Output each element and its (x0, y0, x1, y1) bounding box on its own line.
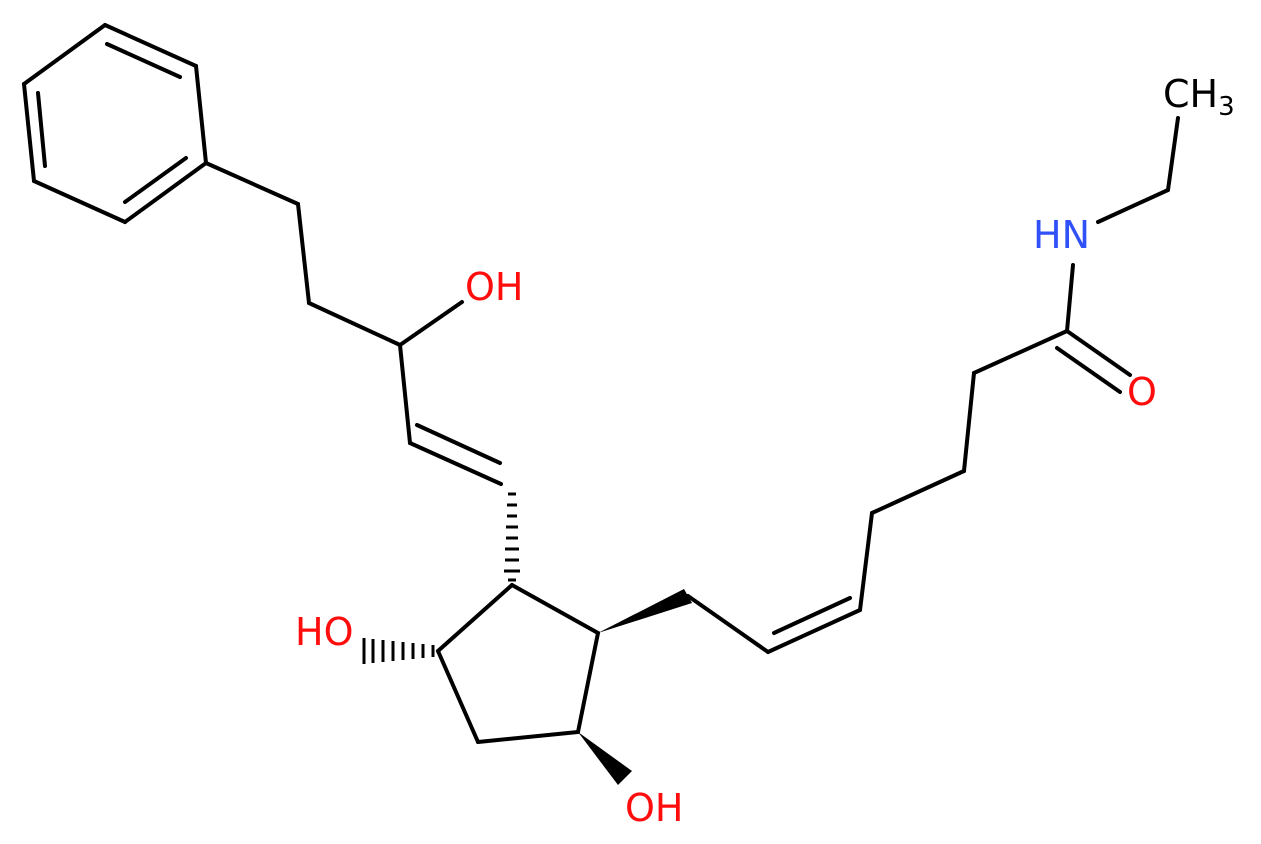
ho-ring-left-label: HO (295, 610, 353, 654)
methyl-subscript: 3 (1218, 92, 1235, 122)
methyl-carbon-label: CH3 (1163, 72, 1235, 122)
phenyl-ring (22, 23, 208, 224)
solid-wedge-oh-bottom (578, 732, 632, 785)
cyclopentane-ring (436, 583, 600, 744)
solid-wedge-chain (598, 589, 692, 633)
side-chain-bonds (204, 161, 503, 486)
hashed-wedge-c12 (504, 492, 520, 582)
amide-nitrogen-label: HN (1033, 213, 1090, 257)
alpha-chain-bonds (686, 116, 1180, 654)
methyl-ch-text: CH (1163, 72, 1218, 116)
oh-ring-bottom-label: OH (625, 786, 683, 830)
carbonyl-oxygen-label: O (1127, 370, 1157, 414)
hashed-wedge-ho-left (362, 638, 435, 664)
oh-side-chain-label: OH (465, 265, 523, 309)
